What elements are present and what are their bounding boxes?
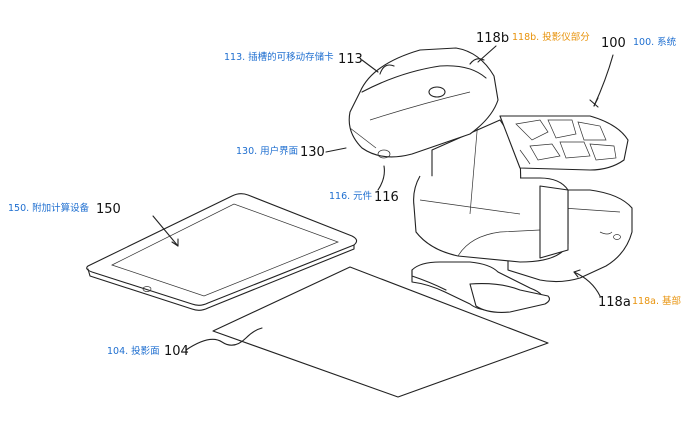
label-130-number: 130 — [300, 145, 325, 160]
label-118a-number: 118a — [598, 295, 631, 310]
label-116-chinese: 116. 元件 — [329, 191, 373, 202]
label-150-number: 150 — [96, 202, 121, 217]
projection-surface-drawing — [212, 266, 549, 398]
label-118b-number: 118b — [476, 31, 510, 46]
projector-head-drawing — [348, 47, 499, 159]
label-100-number: 100 — [601, 36, 626, 51]
label-118a-chinese: 118a. 基部 — [632, 296, 681, 307]
label-150-chinese: 150. 附加计算设备 — [8, 203, 90, 214]
label-113-chinese: 113. 插槽的可移动存储卡 — [224, 52, 334, 63]
label-118b-chinese: 118b. 投影仪部分 — [512, 32, 590, 43]
leader-lines — [152, 45, 614, 351]
label-104-chinese: 104. 投影面 — [107, 346, 160, 357]
tablet-drawing — [86, 193, 358, 311]
label-116-number: 116 — [374, 190, 399, 205]
label-100-chinese: 100. 系统 — [633, 37, 677, 48]
stand-drawing — [413, 119, 569, 263]
label-113-number: 113 — [338, 52, 363, 67]
grid-panel-drawing — [499, 115, 629, 171]
label-104-number: 104 — [164, 344, 189, 359]
label-130-chinese: 130. 用户界面 — [236, 146, 299, 157]
